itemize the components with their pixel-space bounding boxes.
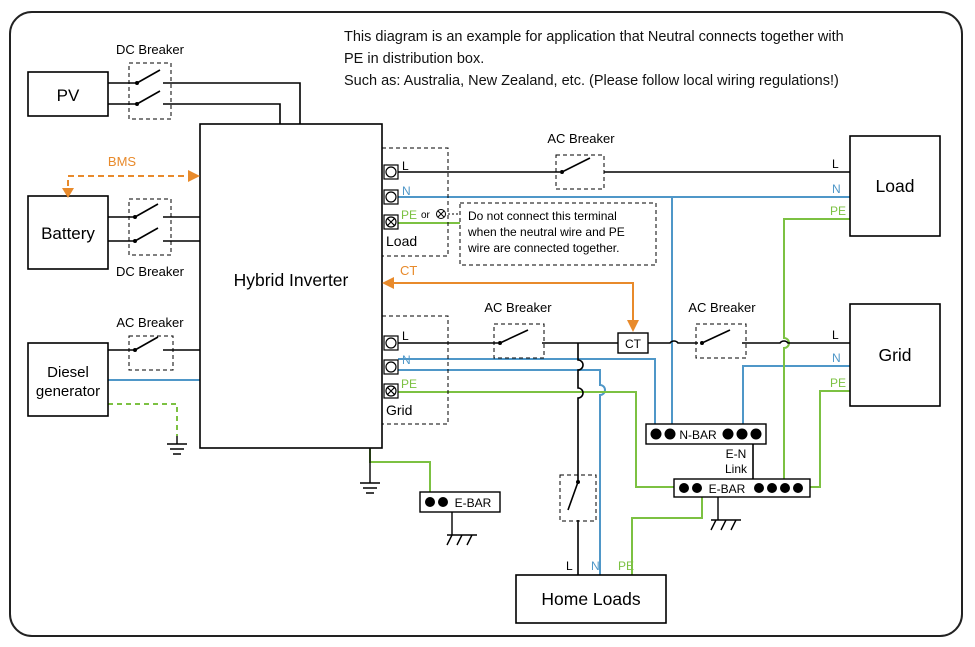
- load-terminal-block: L N PE or Load: [381, 147, 449, 257]
- bms-arrow-left-icon: [62, 188, 74, 198]
- battery-box: [27, 195, 109, 270]
- load-terminal-or: or: [421, 210, 431, 221]
- note-line-2: PE in distribution box.: [344, 51, 484, 67]
- note-line-1: This diagram is an example for applicati…: [344, 29, 844, 45]
- diesel-label-2: generator: [36, 383, 100, 400]
- load-side-PE: PE: [830, 204, 846, 218]
- ac-breaker-grid-1-label: AC Breaker: [484, 300, 552, 315]
- ct-arrow-down-icon: [627, 320, 639, 332]
- load-box: [849, 135, 941, 237]
- grid-box: [849, 303, 941, 407]
- grid-terminal-N: N: [402, 353, 411, 367]
- ct-arrow-left-icon: [382, 277, 394, 289]
- e-bar-main-label: E-BAR: [709, 482, 746, 496]
- grid-port-label: Grid: [386, 402, 412, 418]
- n-bar-label: N-BAR: [679, 428, 717, 442]
- load-port-label: Load: [386, 233, 417, 249]
- dc-breaker-bottom-label: DC Breaker: [116, 264, 185, 279]
- earth-wires: [108, 218, 850, 575]
- e-bar-main: E-BAR: [673, 478, 811, 498]
- diesel-label-1: Diesel: [47, 364, 89, 381]
- bms-arrow-right-icon: [188, 170, 200, 182]
- ac-breaker-diesel-label: AC Breaker: [116, 315, 184, 330]
- n-bar: N-BAR: [645, 423, 767, 445]
- pv-label: PV: [57, 86, 80, 105]
- en-link-label-1: E-N: [726, 447, 747, 461]
- load-side-N: N: [832, 182, 841, 196]
- grid-terminal-PE: PE: [401, 377, 417, 391]
- warning-line-3: wire are connected together.: [467, 241, 619, 255]
- ac-breaker-grid-1: AC Breaker: [484, 300, 552, 359]
- grid-side-PE: PE: [830, 376, 846, 390]
- ct-box: [617, 332, 649, 354]
- diesel-box: [27, 342, 109, 417]
- note-line-3: Such as: Australia, New Zealand, etc. (P…: [344, 73, 839, 89]
- grid-terminal-L: L: [402, 329, 409, 343]
- warning-line-1: Do not connect this terminal: [468, 209, 617, 223]
- ac-breaker-load: AC Breaker: [547, 131, 615, 190]
- e-bar-small: E-BAR: [419, 491, 501, 513]
- load-terminal-L: L: [402, 159, 409, 173]
- inverter-ground-icon: [360, 448, 380, 494]
- ac-breaker-grid-2: AC Breaker: [688, 300, 756, 359]
- e-bar-main-ground-icon: [710, 497, 741, 531]
- neutral-wires: [108, 196, 850, 432]
- home-PE: PE: [618, 559, 634, 573]
- grid-side-L: L: [832, 328, 839, 342]
- dc-breaker-top: DC Breaker: [116, 42, 185, 120]
- e-bar-small-ground-icon: [446, 512, 477, 546]
- ct-box-label: CT: [625, 337, 642, 351]
- line-wires: [108, 82, 850, 575]
- ac-breaker-grid-2-label: AC Breaker: [688, 300, 756, 315]
- warning-line-2: when the neutral wire and PE: [467, 225, 625, 239]
- diesel-ground-icon: [167, 436, 187, 455]
- ac-breaker-diesel: AC Breaker: [116, 315, 184, 371]
- bms-link: [67, 175, 190, 196]
- grid-terminal-block: L N PE Grid: [381, 315, 449, 425]
- grid-side-N: N: [832, 351, 841, 365]
- ct-link: [394, 282, 634, 322]
- en-link-label-2: Link: [725, 462, 748, 476]
- pv-box: [27, 71, 109, 117]
- home-loads-label: Home Loads: [541, 589, 640, 609]
- hybrid-inverter-box: [199, 123, 383, 449]
- home-loads-breaker: [559, 474, 597, 522]
- ac-breaker-load-label: AC Breaker: [547, 131, 615, 146]
- warning-note: Do not connect this terminal when the ne…: [459, 202, 657, 266]
- grid-label: Grid: [878, 345, 911, 365]
- ct-label: CT: [400, 263, 417, 278]
- bms-label: BMS: [108, 154, 137, 169]
- load-terminal-PE: PE: [401, 208, 417, 222]
- home-n-wire: [398, 369, 606, 575]
- e-bar-small-label: E-BAR: [455, 496, 492, 510]
- load-terminal-N: N: [402, 184, 411, 198]
- dc-breaker-bottom: DC Breaker: [116, 198, 185, 279]
- home-loads-box: [515, 574, 667, 624]
- dc-breaker-top-label: DC Breaker: [116, 42, 185, 57]
- home-N: N: [591, 559, 600, 573]
- battery-label: Battery: [41, 224, 95, 243]
- home-L: L: [566, 559, 573, 573]
- load-side-L: L: [832, 157, 839, 171]
- hybrid-inverter-label: Hybrid Inverter: [234, 270, 349, 290]
- load-label: Load: [876, 176, 915, 196]
